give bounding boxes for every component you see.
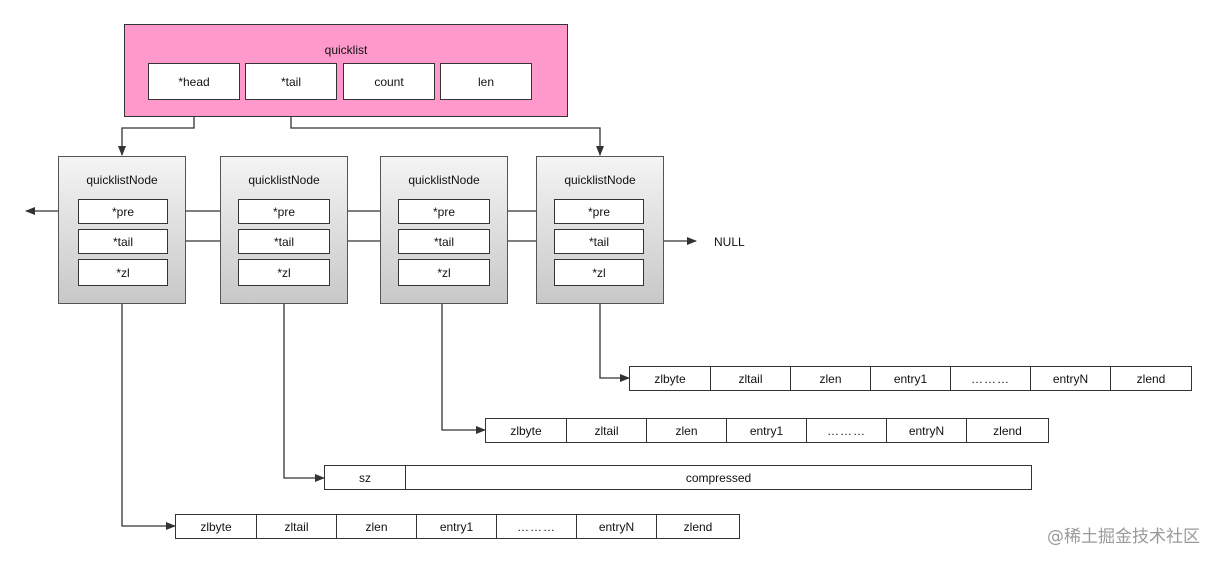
ziplist-a-cell: zlen — [790, 366, 871, 391]
node2-field-tail: *tail — [238, 229, 330, 254]
node4-field-zl: *zl — [554, 259, 644, 286]
node2-field-pre: *pre — [238, 199, 330, 224]
null-label: NULL — [714, 235, 745, 249]
ziplist-a-cell: zlbyte — [629, 366, 711, 391]
ziplist-b-cell: zltail — [566, 418, 647, 443]
ziplist-a-cell: zltail — [710, 366, 791, 391]
node4-zl-arrow — [599, 286, 630, 382]
quicklist-field-tail: *tail — [245, 63, 337, 100]
ziplist-c-cell: zlbyte — [175, 514, 257, 539]
watermark: @稀土掘金技术社区 — [1047, 527, 1200, 547]
ziplist-b-cell: zlen — [646, 418, 727, 443]
quicklist-field-len: len — [440, 63, 532, 100]
ziplist-c-cell: entry1 — [416, 514, 497, 539]
ziplist-c-cell: zltail — [256, 514, 337, 539]
ziplist-c-cell: zlend — [656, 514, 740, 539]
ziplist-c-cell: entryN — [576, 514, 657, 539]
quicklist-field-head: *head — [148, 63, 240, 100]
ziplist-c-cell: zlen — [336, 514, 417, 539]
ziplist-b-cell: entryN — [886, 418, 967, 443]
node4-field-tail: *tail — [554, 229, 644, 254]
ziplist-b-cell: entry1 — [726, 418, 807, 443]
node3-field-zl: *zl — [398, 259, 490, 286]
ziplist-b-cell: zlbyte — [485, 418, 567, 443]
ziplist-b-cell: zlend — [966, 418, 1049, 443]
node3-field-tail: *tail — [398, 229, 490, 254]
ziplist-b-cell: ……… — [806, 418, 887, 443]
node1-field-zl: *zl — [78, 259, 168, 286]
ziplist-a-cell: zlend — [1110, 366, 1192, 391]
ziplist-c-cell: ……… — [496, 514, 577, 539]
compressed-data-cell: compressed — [405, 465, 1032, 490]
node2-zl-arrow — [283, 286, 325, 482]
ziplist-a-cell: entryN — [1030, 366, 1111, 391]
quicklist-field-count: count — [343, 63, 435, 100]
ziplist-a-cell: ……… — [950, 366, 1031, 391]
node2-field-zl: *zl — [238, 259, 330, 286]
compressed-sz-cell: sz — [324, 465, 406, 490]
node1-zl-arrow — [121, 286, 176, 530]
node-title: quicklistNode — [86, 173, 158, 187]
node-title: quicklistNode — [564, 173, 636, 187]
node-title: quicklistNode — [248, 173, 320, 187]
ziplist-a-cell: entry1 — [870, 366, 951, 391]
quicklist-title: quicklist — [324, 43, 368, 57]
node1-field-pre: *pre — [78, 199, 168, 224]
node3-zl-arrow — [441, 286, 486, 434]
node-title: quicklistNode — [408, 173, 480, 187]
node4-field-pre: *pre — [554, 199, 644, 224]
node3-field-pre: *pre — [398, 199, 490, 224]
node1-field-tail: *tail — [78, 229, 168, 254]
